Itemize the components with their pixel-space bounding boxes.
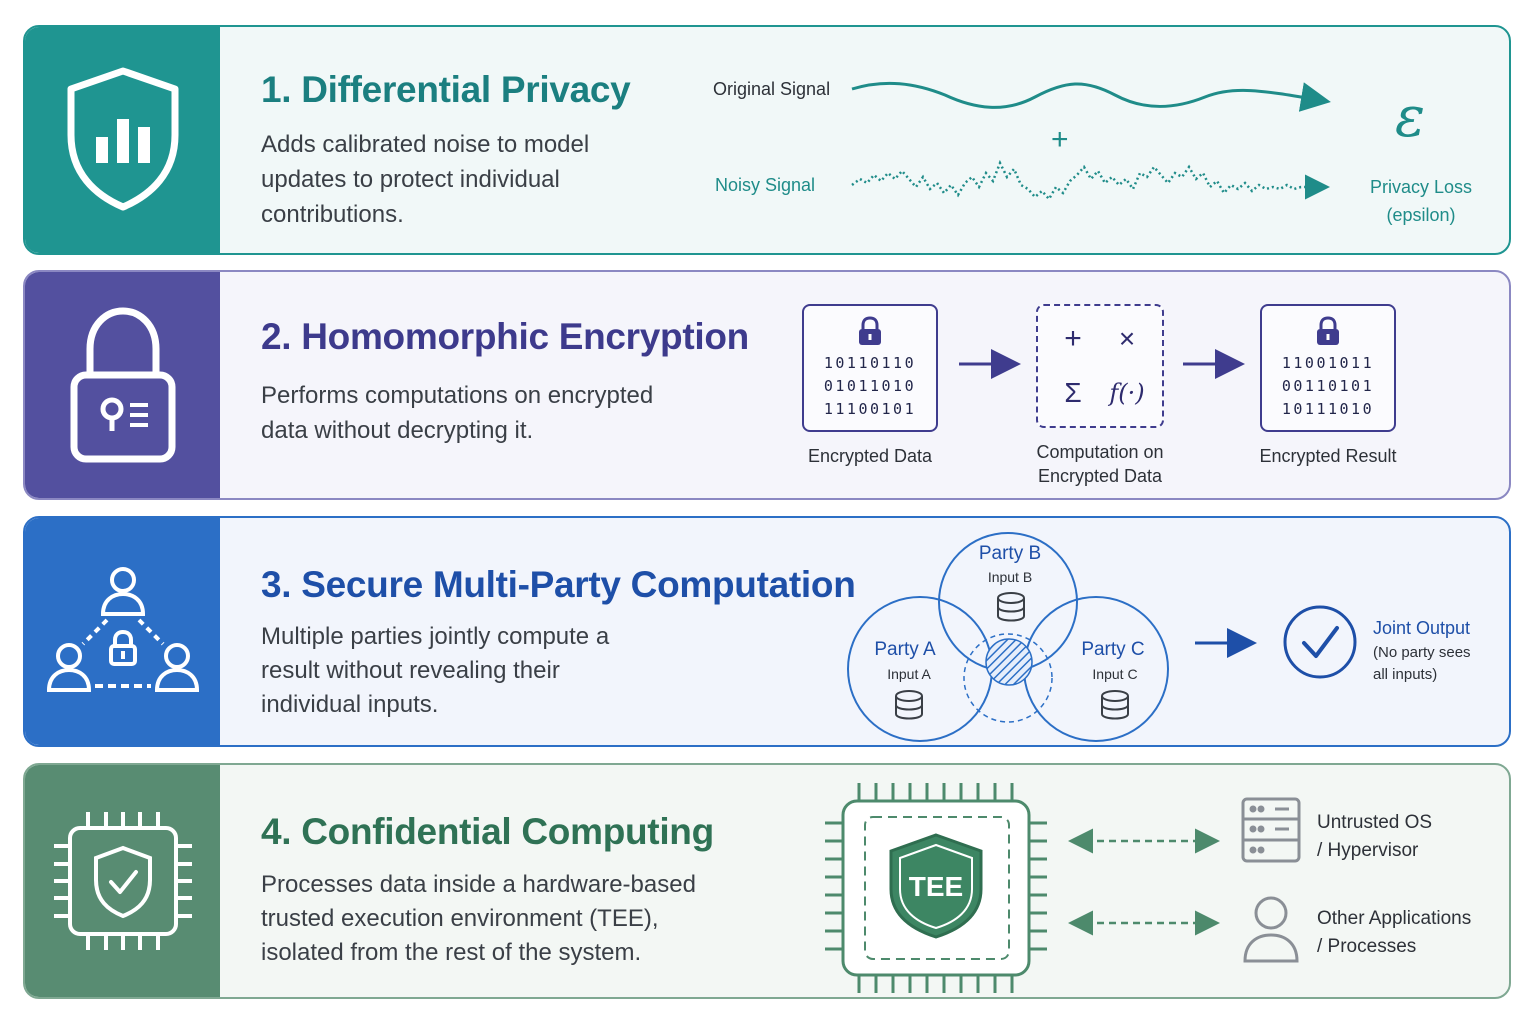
user-icon: [1243, 896, 1299, 963]
privacy-loss-label: Privacy Loss (epsilon): [1369, 177, 1473, 225]
lock-icon: [1317, 316, 1339, 345]
untrusted-os-label: Untrusted OS / Hypervisor: [1317, 812, 1433, 861]
computation-label: Computation on Encrypted Data: [1036, 442, 1164, 486]
padlock-key-icon: [70, 307, 175, 463]
encrypted-data-bits: 10110110 01011010 11100101: [823, 354, 917, 418]
card-homomorphic-encryption: 2. Homomorphic Encryption Performs compu…: [23, 270, 1511, 500]
dp-description: Adds calibrated noise to model updates t…: [261, 131, 590, 228]
multiply-operator: ×: [1118, 323, 1136, 354]
intersection-circle: [963, 633, 1053, 723]
input-c-label: Input C: [1092, 666, 1138, 682]
smpc-title: 3. Secure Multi-Party Computation: [261, 564, 856, 605]
encrypted-result-label: Encrypted Result: [1259, 446, 1397, 466]
function-operator: f(·): [1109, 379, 1145, 407]
noisy-signal-label: Noisy Signal: [715, 175, 816, 195]
other-apps-label: Other Applications / Processes: [1317, 908, 1472, 957]
noisy-signal-wave: [851, 159, 1330, 202]
card-differential-privacy: 1. Differential Privacy Adds calibrated …: [23, 25, 1511, 255]
he-description: Performs computations on encrypted data …: [261, 382, 654, 444]
database-icon: [1101, 690, 1129, 720]
party-b-label: Party B: [978, 543, 1042, 564]
network-users-lock-icon: [46, 566, 199, 692]
smpc-description: Multiple parties jointly compute a resul…: [261, 623, 610, 718]
server-icon: [1241, 797, 1301, 863]
party-c-label: Party C: [1081, 639, 1145, 660]
encrypted-result-box: 11001011 00110101 10111010: [1260, 304, 1396, 432]
smpc-venn-diagram: [847, 532, 1357, 742]
tee-shield-icon: [889, 833, 983, 939]
encrypted-result-bits: 11001011 00110101 10111010: [1281, 354, 1375, 418]
shared-result-region: [985, 638, 1033, 686]
tee-label: TEE: [908, 871, 964, 902]
plus-operator: +: [1064, 322, 1082, 355]
card-secure-multi-party-computation: 3. Secure Multi-Party Computation Multip…: [23, 516, 1511, 747]
checkmark-icon: [1302, 626, 1339, 658]
input-b-label: Input B: [987, 569, 1033, 585]
epsilon-symbol: ε: [1395, 85, 1426, 150]
he-icon-panel: [25, 272, 220, 498]
he-arrows: [959, 349, 1245, 379]
checkmark-circle-icon: [1283, 605, 1357, 679]
encrypted-data-box: 10110110 01011010 11100101: [802, 304, 938, 432]
dp-signal-diagram: [851, 81, 1331, 202]
tee-diagram: [825, 783, 1301, 993]
database-icon: [895, 690, 923, 720]
joint-output-label: Joint Output: [1373, 618, 1471, 638]
shield-bar-chart-icon: [67, 67, 178, 211]
computation-box: + × Σ f(·): [1036, 304, 1164, 428]
joint-output-note: (No party sees all inputs): [1373, 644, 1471, 683]
smpc-icon-panel: [25, 518, 220, 745]
dp-icon-panel: [25, 27, 220, 253]
cc-description: Processes data inside a hardware-based t…: [261, 871, 696, 966]
plus-sign: +: [1051, 123, 1069, 156]
card-confidential-computing: 4. Confidential Computing Processes data…: [23, 763, 1511, 999]
lock-icon: [859, 316, 881, 345]
party-a-label: Party A: [874, 639, 936, 660]
dp-title: 1. Differential Privacy: [261, 69, 631, 110]
chip-shield-check-icon: [53, 812, 192, 950]
cc-title: 4. Confidential Computing: [261, 811, 714, 852]
sum-operator: Σ: [1064, 377, 1082, 408]
he-title: 2. Homomorphic Encryption: [261, 316, 749, 357]
database-icon: [997, 592, 1025, 622]
encrypted-data-label: Encrypted Data: [807, 446, 933, 466]
original-signal-wave: [851, 81, 1331, 112]
original-signal-label: Original Signal: [713, 79, 831, 99]
cc-icon-panel: [25, 765, 220, 997]
input-a-label: Input A: [887, 666, 931, 682]
